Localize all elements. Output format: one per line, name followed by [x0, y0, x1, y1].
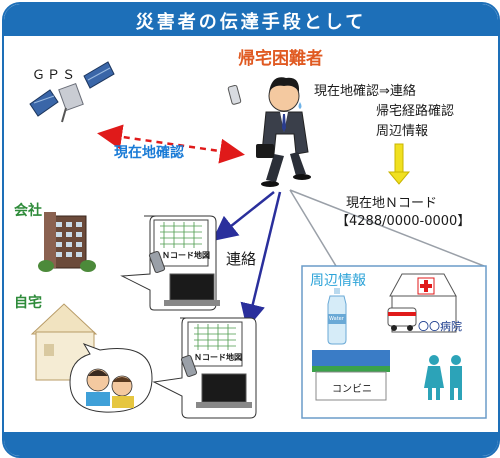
water-label: Water [329, 316, 344, 322]
ambulance-icon [387, 307, 417, 331]
ncode-arrow [387, 143, 411, 185]
contact-label: 連絡 [226, 250, 257, 268]
location-check-label: 現在地確認 [114, 145, 184, 161]
action-step-1: 現在地確認⇒連絡 [314, 84, 416, 99]
action-step-3: 周辺情報 [376, 124, 429, 139]
footer-bar [4, 432, 498, 456]
laptop-bubble-2 [152, 317, 257, 419]
hospital-label: 〇〇病院 [418, 320, 462, 333]
surroundings-title: 周辺情報 [310, 273, 366, 289]
family-bubble [69, 343, 153, 413]
person-icon [227, 77, 311, 187]
store-icon [312, 350, 390, 401]
home-label: 自宅 [14, 295, 42, 311]
gps-label: ＧＰＳ [32, 68, 78, 83]
satellite-icon [29, 61, 115, 123]
water-bottle-icon [327, 288, 347, 345]
person-title: 帰宅困難者 [238, 49, 323, 69]
laptop-icon [187, 321, 252, 408]
convenience-label: コンビニ [332, 384, 372, 395]
toilet-icon [424, 355, 462, 400]
header-bar: 災害者の伝達手段として [4, 4, 498, 36]
ncode-title: 現在地Ｎコード [346, 196, 438, 211]
diagram-canvas [29, 61, 487, 419]
screen-label-1: Ｎコード地図 [162, 251, 210, 260]
location-check-arrow [97, 124, 245, 164]
company-label: 会社 [14, 203, 42, 219]
page-title: 災害者の伝達手段として [135, 12, 367, 33]
ncode-value: 【4288/0000-0000】 [336, 214, 471, 229]
action-step-2: 帰宅経路確認 [376, 104, 455, 119]
laptop-bubble-1 [120, 215, 220, 311]
screen-label-2: Ｎコード地図 [194, 353, 242, 362]
building-icon [38, 212, 96, 272]
laptop-icon [153, 219, 220, 306]
